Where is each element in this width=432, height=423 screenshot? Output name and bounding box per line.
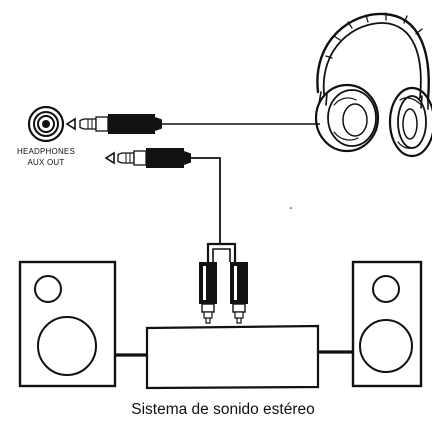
stray-dot [290, 207, 292, 209]
jack-label-aux-out: AUX OUT [28, 158, 65, 167]
speaker-right [351, 260, 423, 388]
insert-arrow-bottom [104, 151, 115, 165]
aux-cable [191, 157, 221, 244]
jack-label-headphones: HEADPHONES [17, 147, 75, 156]
headphone-plug [79, 114, 162, 134]
amplifier-box [145, 324, 320, 390]
aux-out-jack [27, 105, 65, 143]
rca-plug-right [230, 262, 248, 324]
headphones-icon [314, 12, 432, 158]
aux-out-plug [117, 148, 191, 168]
caption-stereo-system: Sistema de sonido estéreo [131, 401, 315, 418]
speaker-left [18, 260, 117, 388]
y-splitter [206, 242, 237, 262]
rca-plug-left [199, 262, 217, 324]
insert-arrow-top [65, 117, 76, 131]
